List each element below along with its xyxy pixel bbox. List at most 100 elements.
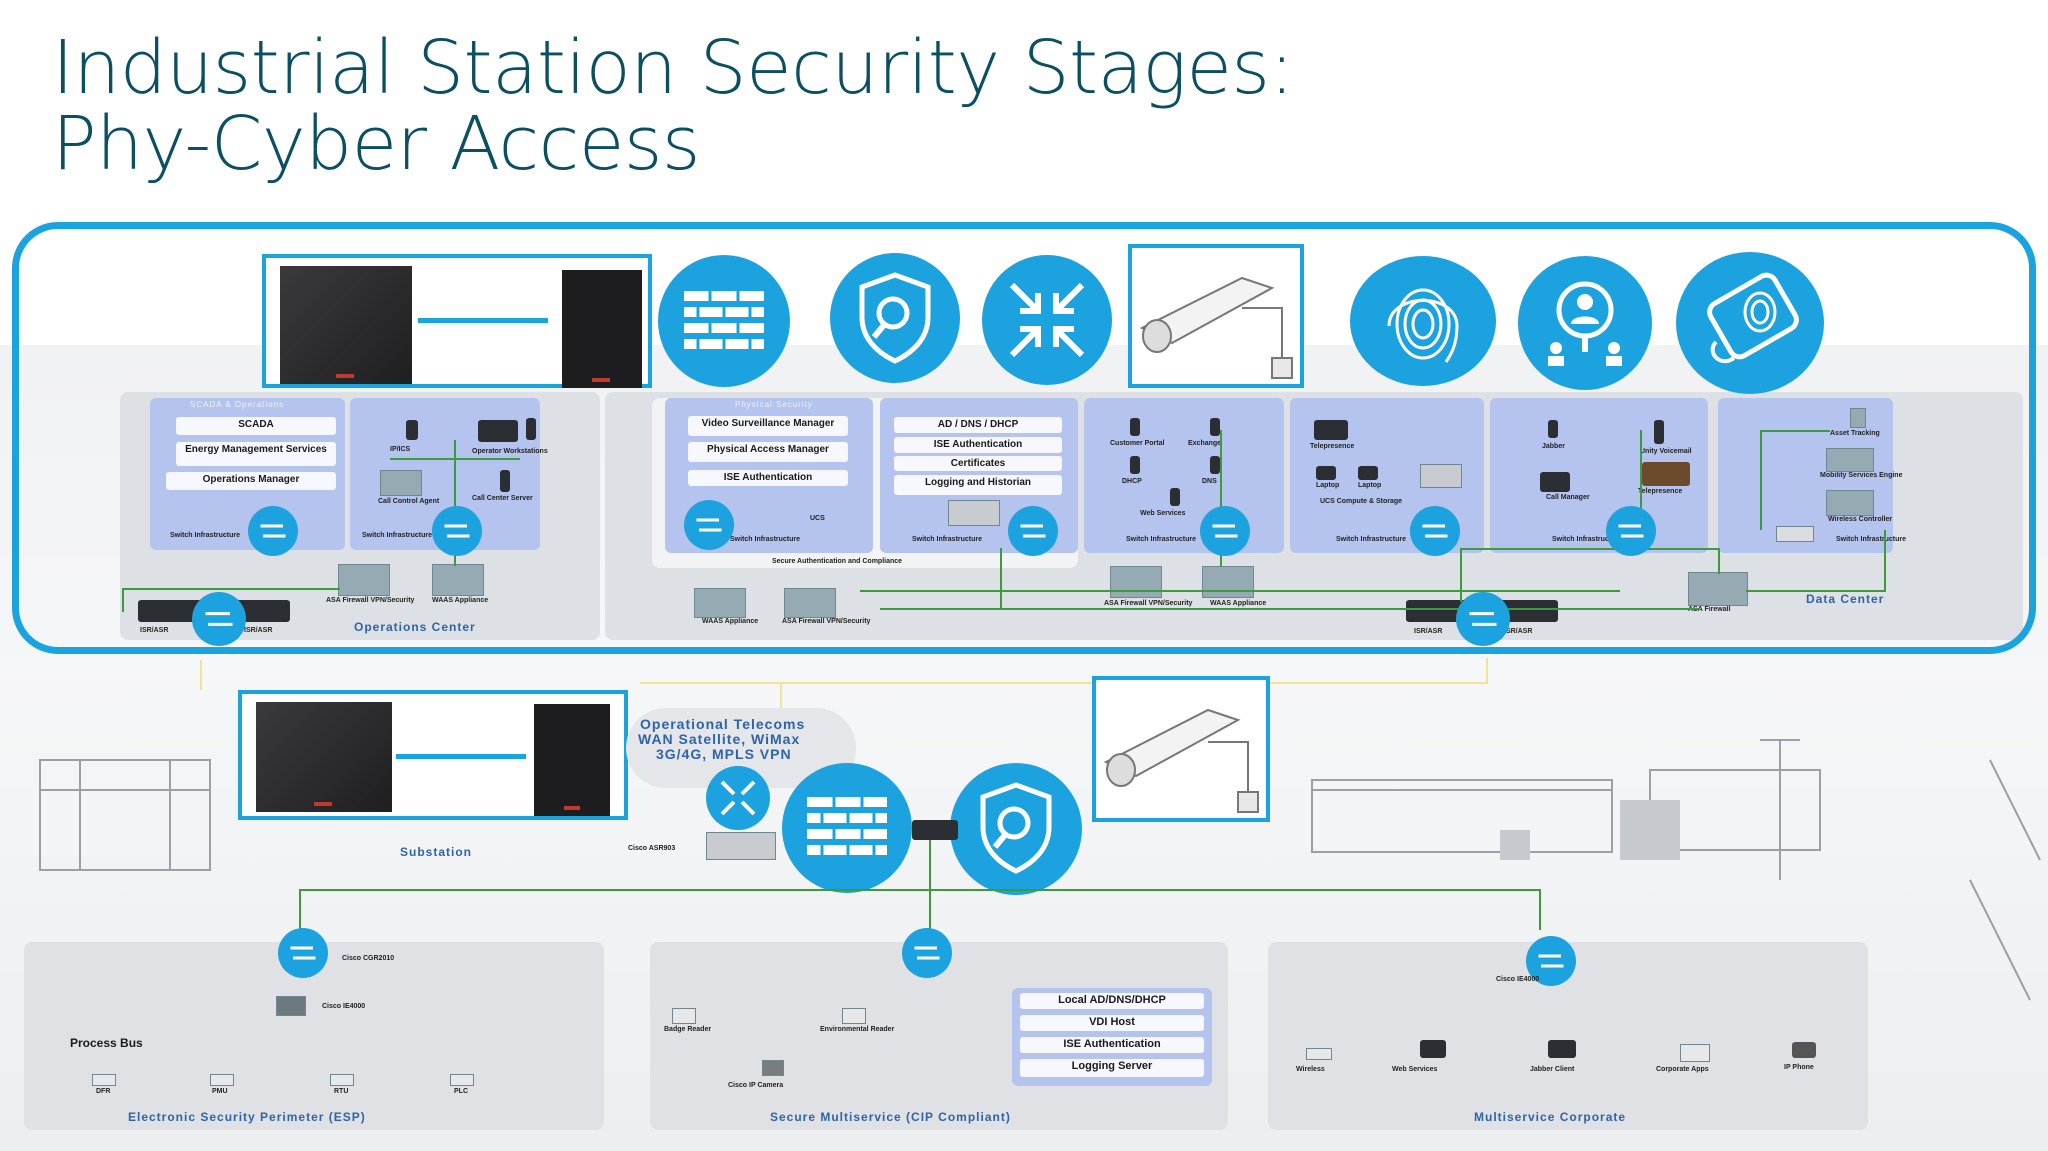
dc-ucs-device	[948, 500, 1000, 526]
dc-waas-label: WAAS Appliance	[702, 618, 759, 625]
telepresence-device-1	[1314, 420, 1348, 440]
multiservice-corporate-label: Multiservice Corporate	[1474, 1110, 1627, 1124]
arrows-circle-small-1[interactable]	[192, 592, 246, 646]
call-control-label: Call Control Agent	[378, 498, 440, 505]
ise-authentication-box-1[interactable]: ISE Authentication	[688, 470, 848, 486]
switch-icon	[1212, 524, 1238, 538]
logging-historian-box[interactable]: Logging and Historian	[894, 475, 1062, 495]
ipics-label: IP/ICS	[390, 446, 411, 453]
link-dc-7	[1760, 430, 1830, 432]
laptop-label-1: Laptop	[1316, 482, 1340, 489]
link-dc-2	[860, 590, 1620, 592]
asset-tracking-label: Asset Tracking	[1830, 430, 1880, 437]
link-dc-12	[1884, 530, 1886, 592]
mobility-device	[1826, 448, 1874, 472]
switch-circle-corporate[interactable]	[1526, 936, 1576, 986]
switch-icon	[1538, 954, 1564, 968]
dns-label: DNS	[1202, 478, 1217, 485]
operations-center-label: Operations Center	[354, 620, 476, 634]
firewall-circle-bottom[interactable]	[782, 763, 912, 893]
vdi-host-box[interactable]: VDI Host	[1020, 1015, 1204, 1031]
link-dc-3	[1000, 548, 1002, 608]
title-line-2: Phy-Cyber Access	[52, 101, 700, 187]
corporate-apps-label: Corporate Apps	[1656, 1066, 1709, 1073]
ip-phone-label: IP Phone	[1784, 1064, 1814, 1071]
switch-circle-top-7[interactable]	[1606, 506, 1656, 556]
page-title: Industrial Station Security Stages: Phy-…	[52, 30, 1294, 182]
waas-ops	[432, 564, 484, 596]
access-panel-reader	[534, 704, 610, 816]
switch-circle-esp[interactable]	[278, 928, 328, 978]
switch-circle-top-3[interactable]	[684, 500, 734, 550]
dc-ucs-label: UCS	[810, 515, 825, 522]
wireless-ap-device	[1776, 526, 1814, 542]
dfr-label: DFR	[96, 1088, 111, 1095]
rtu-device	[330, 1074, 354, 1086]
energy-management-box[interactable]: Energy Management Services	[176, 442, 336, 466]
mobility-services-label: Mobility Services Engine	[1820, 472, 1903, 479]
ie4000-device-esp	[276, 996, 306, 1016]
unity-device	[1654, 420, 1664, 444]
switch-circle-top-1[interactable]	[248, 506, 298, 556]
shield-circle-top[interactable]	[830, 253, 960, 383]
badge-reader-device	[672, 1008, 696, 1024]
link-dc-8	[1460, 548, 1462, 602]
firewall-icon	[807, 797, 887, 855]
laptop-device-1	[1316, 466, 1336, 480]
certificates-box[interactable]: Certificates	[894, 456, 1062, 471]
asa-firewall-ops	[338, 564, 390, 596]
switch-icon	[696, 518, 722, 532]
link-ops-1	[122, 588, 340, 590]
substation-asr-label: Cisco ASR903	[628, 845, 676, 852]
call-manager-device	[1540, 472, 1570, 492]
operations-manager-box[interactable]: Operations Manager	[166, 472, 336, 490]
firewall-circle-top[interactable]	[658, 255, 790, 387]
switch-circle-top-5[interactable]	[1200, 506, 1250, 556]
wireless-controller-label: Wireless Controller	[1828, 516, 1893, 523]
ise-authentication-box-2[interactable]: ISE Authentication	[894, 437, 1062, 453]
telecom-line-3: 3G/4G, MPLS VPN	[656, 746, 792, 762]
camera-image-bottom	[1092, 676, 1270, 822]
arrows-in-icon	[720, 780, 756, 816]
ip-camera-label: Cisco IP Camera	[728, 1082, 784, 1089]
user-search-circle[interactable]	[1518, 256, 1652, 390]
dc-switch-infra-5: Switch Infrastructure	[1552, 536, 1623, 543]
dc-asa-device	[784, 588, 836, 618]
ad-dns-dhcp-box[interactable]: AD / DNS / DHCP	[894, 417, 1062, 433]
arrows-circle-small-2[interactable]	[1456, 592, 1510, 646]
access-panel-connector	[396, 754, 526, 759]
customer-portal-label: Customer Portal	[1110, 440, 1165, 447]
asa-firewall-label-1: ASA Firewall VPN/Security	[326, 597, 415, 604]
switch-circle-top-2[interactable]	[432, 506, 482, 556]
scada-header: SCADA & Operations	[190, 400, 285, 409]
link-dc-5	[1640, 430, 1642, 530]
ise-authentication-box-3[interactable]: ISE Authentication	[1020, 1037, 1204, 1053]
data-center-label: Data Center	[1806, 592, 1885, 606]
link-dc-9	[1460, 548, 1720, 550]
arrows-circle-top[interactable]	[982, 255, 1112, 385]
badge-fingerprint-icon	[1707, 272, 1799, 364]
switch-circle-top-6[interactable]	[1410, 506, 1460, 556]
fingerprint-circle[interactable]	[1350, 256, 1496, 386]
logging-server-box[interactable]: Logging Server	[1020, 1059, 1204, 1077]
scada-box[interactable]: SCADA	[176, 417, 336, 435]
badge-reader-label: Badge Reader	[664, 1026, 712, 1033]
substation-label: Substation	[400, 845, 472, 859]
customer-portal-device	[1130, 418, 1140, 436]
badge-circle[interactable]	[1676, 252, 1824, 394]
call-center-server	[500, 470, 510, 492]
camera-icon	[1139, 276, 1293, 379]
dc-asa-label-2: ASA Firewall VPN/Security	[1104, 600, 1193, 607]
fingerprint-icon	[1387, 288, 1459, 363]
dhcp-label: DHCP	[1122, 478, 1142, 485]
shield-circle-bottom[interactable]	[950, 763, 1082, 895]
physical-access-box[interactable]: Physical Access Manager	[688, 442, 848, 462]
arrows-circle-bottom[interactable]	[706, 766, 770, 830]
ip-camera-device	[762, 1060, 784, 1076]
switch-circle-top-4[interactable]	[1008, 506, 1058, 556]
video-surveillance-box[interactable]: Video Surveillance Manager	[688, 416, 848, 436]
local-ad-dns-dhcp-box[interactable]: Local AD/DNS/DHCP	[1020, 993, 1204, 1009]
switch-infra-label-2: Switch Infrastructure	[362, 532, 433, 539]
switch-circle-secure[interactable]	[902, 928, 952, 978]
dfr-device	[92, 1074, 116, 1086]
